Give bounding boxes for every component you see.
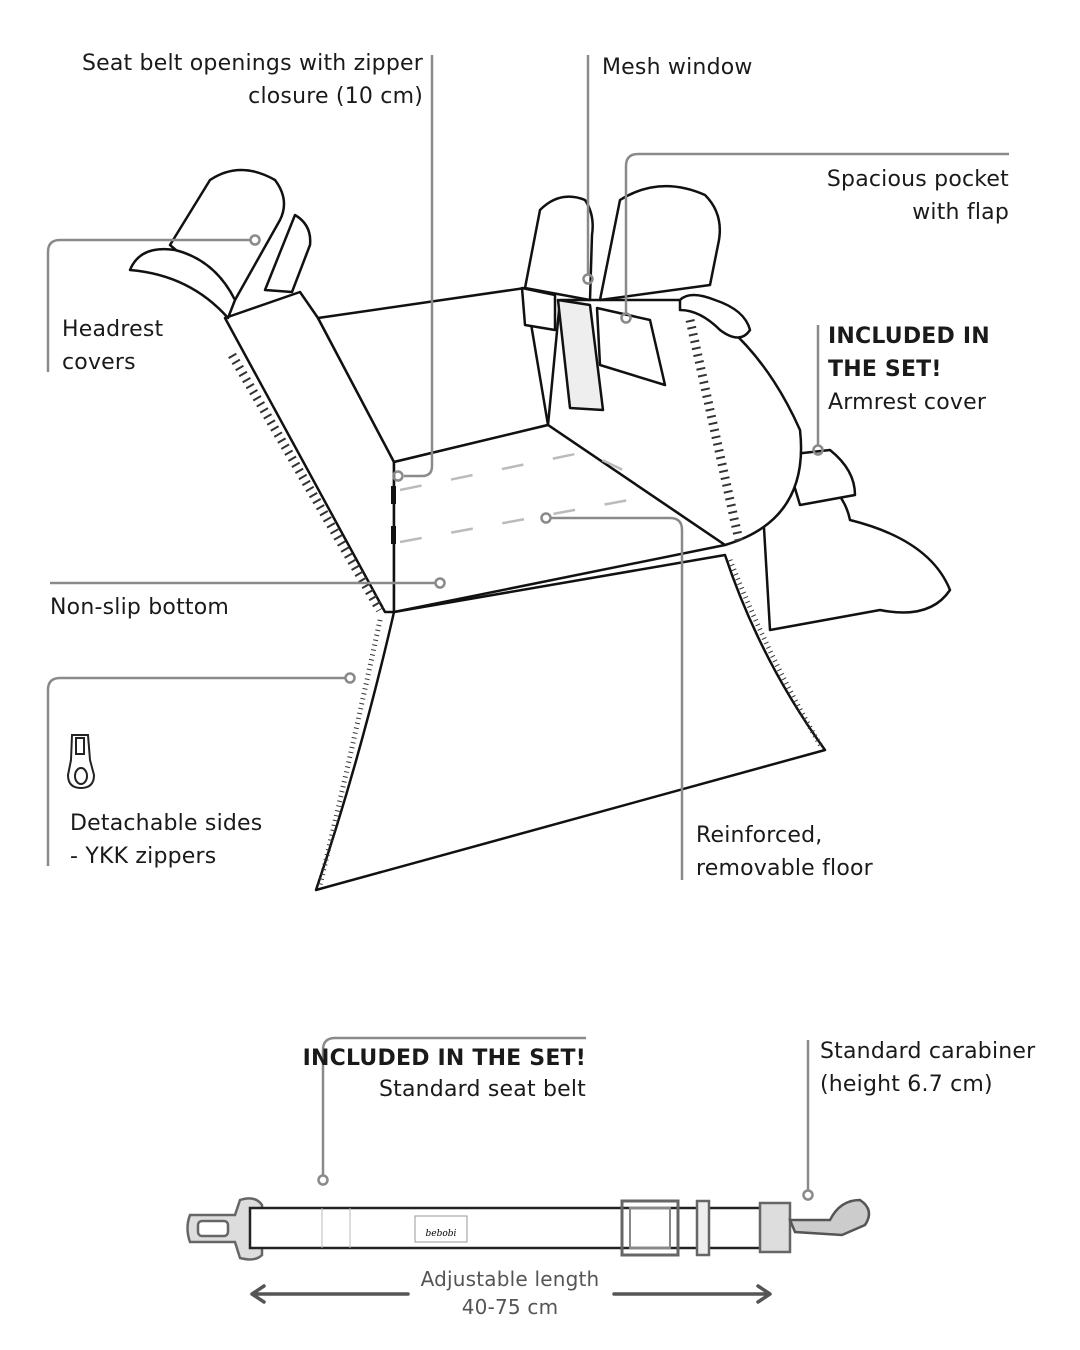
label-detachable: Detachable sides - YKK zippers [70, 807, 262, 873]
headrest-right [598, 184, 722, 302]
label-line: - YKK zippers [70, 844, 217, 869]
armrest [783, 448, 857, 507]
label-line: Adjustable length [420, 1267, 600, 1291]
label-armrest: INCLUDED IN THE SET! Armrest cover [828, 320, 990, 419]
label-line: covers [62, 350, 136, 375]
label-line: (height 6.7 cm) [820, 1072, 993, 1097]
label-line: Standard carabiner [820, 1039, 1036, 1064]
label-non-slip: Non-slip bottom [50, 595, 230, 620]
mesh-window [556, 298, 605, 412]
pocket-left [520, 286, 557, 332]
pocket-flap [595, 306, 667, 387]
label-seat-belt-openings: Seat belt openings with zipper closure (… [82, 47, 423, 113]
label-seat-belt: INCLUDED IN THE SET! Standard seat belt [303, 1043, 586, 1105]
label-line: Detachable sides [70, 811, 263, 836]
label-floor: Reinforced, removable floor [696, 819, 873, 885]
headrest-flap-left [128, 247, 237, 320]
label-line: with flap [912, 200, 1009, 225]
label-line: Standard seat belt [378, 1077, 586, 1102]
seat-belt-illustration [186, 1197, 871, 1261]
brand-logo [414, 1215, 468, 1243]
zipper-icon [66, 734, 96, 790]
label-mesh-window: Mesh window [602, 55, 753, 80]
label-pocket: Spacious pocket with flap [827, 163, 1009, 229]
label-line: Armrest cover [828, 390, 987, 415]
label-line: 40-75 cm [461, 1295, 559, 1319]
svg-text:bebobi: bebobi [426, 1229, 457, 1239]
headrest-right-small [523, 195, 594, 302]
label-carabiner: Standard carabiner (height 6.7 cm) [820, 1035, 1035, 1101]
included-badge: THE SET! [828, 357, 942, 382]
included-badge: INCLUDED IN [828, 324, 990, 349]
label-line: closure (10 cm) [248, 84, 423, 109]
label-line: removable floor [696, 856, 873, 881]
label-line: Seat belt openings with zipper [81, 51, 423, 76]
included-badge: INCLUDED IN THE SET! [302, 1046, 586, 1071]
label-line: Spacious pocket [826, 167, 1009, 192]
label-line: Reinforced, [696, 823, 823, 848]
label-line: Headrest [62, 317, 164, 342]
front-panel [314, 553, 827, 892]
label-adjustable-length: Adjustable length 40-75 cm [410, 1265, 610, 1321]
label-headrest: Headrest covers [62, 313, 163, 379]
